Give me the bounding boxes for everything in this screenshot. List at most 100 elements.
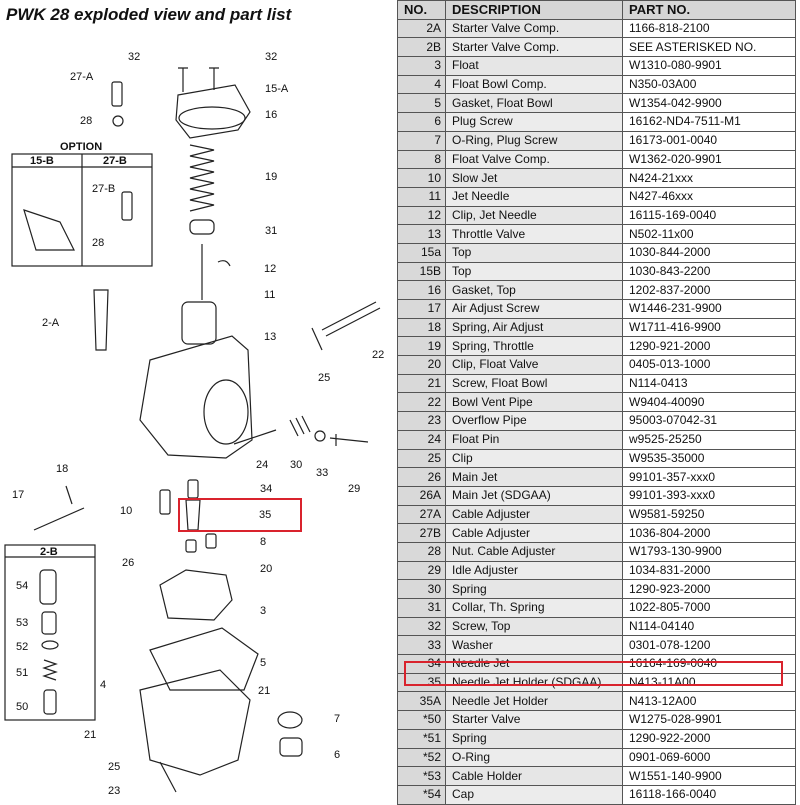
part-25-clip — [311, 327, 323, 351]
cell-no: 22 — [397, 392, 446, 413]
label-34: 34 — [260, 483, 272, 495]
cell-no: 18 — [397, 317, 446, 338]
cell-description: Clip, Jet Needle — [445, 205, 623, 226]
option-27b-label: 27-B — [103, 155, 127, 167]
label-23: 23 — [108, 785, 120, 797]
cell-description: Cap — [445, 784, 623, 805]
cell-description: Collar, Th. Spring — [445, 598, 623, 618]
part-54-cap — [39, 569, 57, 605]
cell-part-no: 1022-805-7000 — [622, 598, 796, 618]
cell-description: Float Valve Comp. — [445, 149, 623, 170]
label-7: 7 — [334, 713, 340, 725]
table-header-row: NO. DESCRIPTION PART NO. — [397, 0, 796, 20]
part-24-float-pin — [233, 429, 277, 445]
label-26: 26 — [122, 557, 134, 569]
option-title: OPTION — [60, 141, 102, 153]
part-26-main-jet — [185, 539, 197, 553]
cell-description: Gasket, Float Bowl — [445, 93, 623, 114]
cell-description: Overflow Pipe — [445, 411, 623, 431]
cell-description: O-Ring, Plug Screw — [445, 130, 623, 151]
cell-description: Needle Jet Holder — [445, 691, 623, 712]
cell-description: Top — [445, 261, 623, 282]
part-50-starter-valve — [43, 689, 57, 715]
option-15b-label: 15-B — [30, 155, 54, 167]
header-description: DESCRIPTION — [445, 0, 623, 20]
cell-part-no: W1310-080-9901 — [622, 56, 796, 76]
cell-part-no: W1793-130-9900 — [622, 541, 796, 562]
cell-description: Main Jet (SDGAA) — [445, 485, 623, 506]
label-13: 13 — [264, 331, 276, 343]
cell-no: 24 — [397, 429, 446, 450]
label-32a: 32 — [128, 51, 140, 63]
cell-part-no: 99101-393-xxx0 — [622, 485, 796, 506]
cell-part-no: N114-04140 — [622, 616, 796, 637]
cell-no: 2A — [397, 18, 446, 39]
part-7-oring — [277, 711, 303, 729]
inset-title: 2-B — [40, 546, 58, 558]
cell-no: *53 — [397, 766, 446, 786]
cell-description: Bowl Vent Pipe — [445, 392, 623, 413]
cell-description: Main Jet — [445, 467, 623, 487]
cell-description: Float Bowl Comp. — [445, 74, 623, 95]
part-29-idle-adjuster — [329, 434, 369, 446]
part-33-washer — [314, 430, 326, 442]
cell-no: 28 — [397, 541, 446, 562]
cell-no: 35 — [397, 672, 446, 693]
cell-description: Nut. Cable Adjuster — [445, 541, 623, 562]
part-34-needle-jet — [187, 479, 199, 499]
cell-description: Spring, Air Adjust — [445, 317, 623, 338]
cell-part-no: 1290-922-2000 — [622, 728, 796, 749]
part-30-spring — [289, 415, 311, 437]
label-50: 50 — [16, 701, 28, 713]
header-no: NO. — [397, 0, 446, 20]
cell-part-no: N427-46xxx — [622, 186, 796, 207]
cell-no: 26A — [397, 485, 446, 506]
cell-part-no: 1030-844-2000 — [622, 242, 796, 263]
cell-part-no: N114-0413 — [622, 373, 796, 394]
cell-part-no: W1551-140-9900 — [622, 766, 796, 786]
cell-part-no: W9535-35000 — [622, 448, 796, 469]
cell-part-no: 16115-169-0040 — [622, 205, 796, 226]
cell-no: 11 — [397, 186, 446, 207]
cell-part-no: 0301-078-1200 — [622, 635, 796, 656]
label-18: 18 — [56, 463, 68, 475]
label-17: 17 — [12, 489, 24, 501]
label-22: 22 — [372, 349, 384, 361]
label-33: 33 — [316, 467, 328, 479]
cell-description: Float Pin — [445, 429, 623, 450]
label-8: 8 — [260, 536, 266, 548]
part-35-needle-jet-holder — [185, 499, 201, 531]
label-11: 11 — [264, 289, 275, 301]
page-title: PWK 28 exploded view and part list — [6, 5, 292, 24]
cell-no: 3 — [397, 56, 446, 76]
cell-part-no: 1030-843-2200 — [622, 261, 796, 282]
cell-no: *54 — [397, 784, 446, 805]
cell-no: 26 — [397, 467, 446, 487]
label-5: 5 — [260, 657, 266, 669]
cell-part-no: W9404-40090 — [622, 392, 796, 413]
part-13-throttle-valve — [181, 301, 217, 345]
part-10-slow-jet — [159, 489, 171, 515]
cell-description: Float — [445, 56, 623, 76]
label-28b: 28 — [92, 237, 104, 249]
cell-part-no: W1362-020-9901 — [622, 149, 796, 170]
cell-no: 33 — [397, 635, 446, 656]
part-6-plug-screw — [279, 737, 303, 757]
cell-description: Starter Valve Comp. — [445, 18, 623, 39]
screw-32-left — [178, 67, 188, 92]
part-51-spring — [42, 659, 58, 681]
exploded-view-diagram: 15-B 27-B OPTION 2-B 32 32 27-A 15-A 28 … — [4, 51, 384, 797]
